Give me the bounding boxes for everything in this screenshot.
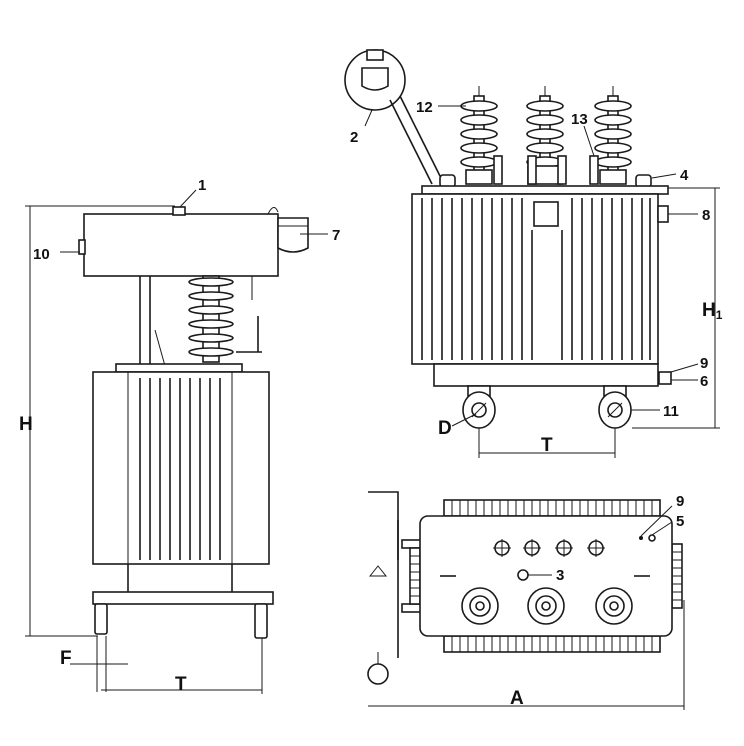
- conservator-valve: [78, 239, 86, 255]
- label-12: 12: [416, 99, 433, 116]
- base-frame-front: [433, 363, 659, 387]
- bushing-hv-3: [594, 86, 632, 185]
- point-5: [648, 534, 656, 542]
- side-view: 1 10 7 H F T: [19, 177, 340, 695]
- wheel-front-right: [598, 385, 632, 429]
- label-13: 13: [571, 111, 588, 128]
- label-H: H: [19, 414, 33, 435]
- bushing-lv-1: [493, 155, 503, 185]
- label-T-side: T: [175, 674, 187, 695]
- fins-bottom: [443, 635, 661, 653]
- label-7: 7: [332, 227, 340, 244]
- hv-bushings-plan: [461, 587, 633, 625]
- base-frame: [92, 591, 274, 605]
- label-A: A: [510, 688, 524, 709]
- label-11: 11: [663, 403, 679, 420]
- point-9: [639, 536, 643, 540]
- front-view: 2 12 13 4 8 H1 9 6 11 D T: [344, 49, 723, 458]
- label-4: 4: [680, 167, 689, 184]
- label-D: D: [438, 418, 452, 439]
- bushing-side: [188, 275, 234, 363]
- label-6: 6: [700, 373, 708, 390]
- tank-cover-front: [421, 185, 669, 195]
- label-5: 5: [676, 513, 684, 530]
- top-view: 9 5 3 A: [367, 491, 685, 710]
- tank-cover: [115, 363, 243, 373]
- drain-valve: [658, 371, 672, 385]
- nameplate: [533, 201, 559, 227]
- label-2: 2: [350, 129, 358, 146]
- filler-cap: [172, 206, 186, 216]
- tank-body: [92, 371, 270, 565]
- filler-cap-top: [367, 663, 389, 685]
- valve-plan: [517, 569, 529, 581]
- bushing-lv-2: [527, 155, 537, 185]
- label-H1: H1: [702, 300, 723, 322]
- label-1: 1: [198, 177, 206, 194]
- label-8: 8: [702, 207, 710, 224]
- lifting-lug-right: [635, 174, 652, 188]
- wheel-left: [94, 603, 108, 635]
- breather: [277, 217, 309, 253]
- bushing-lv-3: [557, 155, 567, 185]
- label-9-front: 9: [700, 355, 708, 372]
- conservator-tank: [83, 213, 279, 277]
- label-10: 10: [33, 246, 50, 263]
- fins-top: [443, 499, 661, 517]
- wheel-right: [254, 603, 268, 639]
- label-T-front: T: [541, 435, 553, 456]
- wheel-front-left: [462, 385, 496, 429]
- lifting-lug-left: [439, 174, 456, 188]
- cooling-fins-front: [421, 198, 651, 360]
- label-3: 3: [556, 567, 564, 584]
- lv-bushings-plan: [493, 539, 605, 557]
- bushing-hv-2: [526, 86, 564, 185]
- bushing-lv-4: [589, 155, 599, 185]
- label-F: F: [60, 648, 72, 669]
- marker-triangle: [368, 565, 388, 577]
- bushing-hv-1: [460, 86, 498, 185]
- label-9-top: 9: [676, 493, 684, 510]
- thermometer: [657, 205, 669, 223]
- cooling-fins-side: [139, 378, 221, 560]
